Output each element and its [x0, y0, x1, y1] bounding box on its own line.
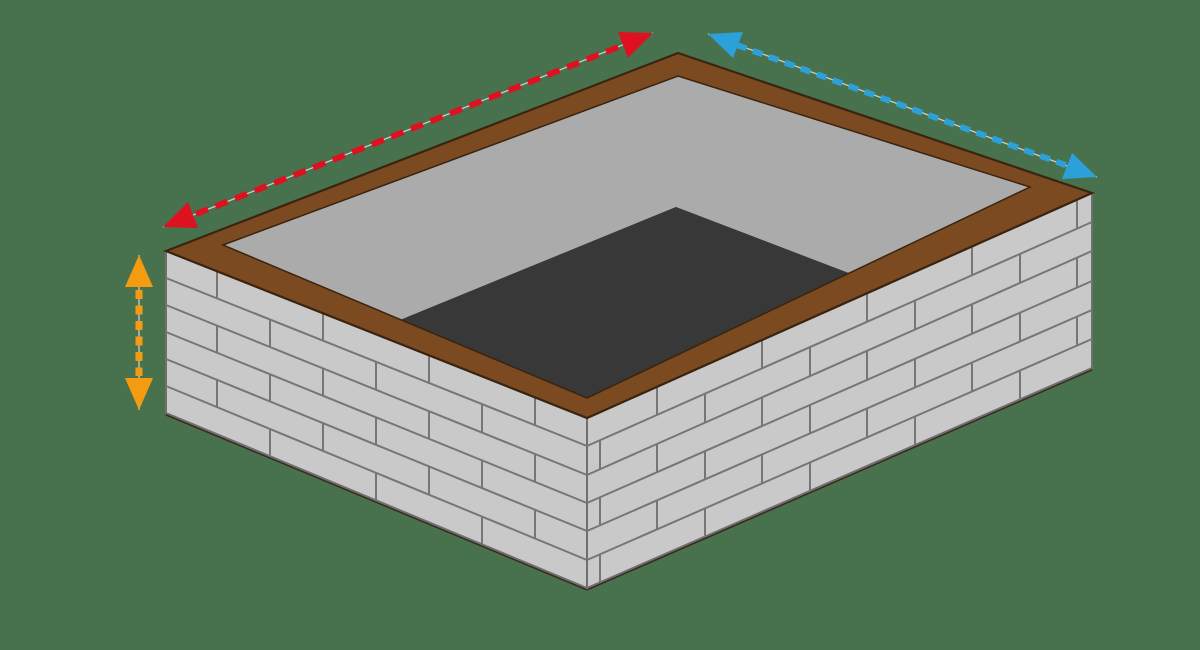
mortar-course — [586, 338, 1093, 561]
left-wall-mortar-lines — [165, 271, 588, 561]
orange-arrowhead-bottom — [125, 378, 153, 410]
mortar-course — [586, 280, 1093, 504]
orange-dimension-arrow — [125, 255, 153, 410]
cap-outer-outline — [162, 51, 1096, 420]
inner-ledge — [223, 76, 1030, 320]
cap-inner-outline — [220, 75, 1033, 399]
red-arrow-dashes — [194, 43, 623, 217]
blue-arrow-dashes — [735, 42, 1070, 169]
planter-top — [162, 51, 1096, 420]
mortar-course — [586, 309, 1093, 532]
right-wall — [586, 191, 1093, 590]
blue-arrowhead-bottom — [1062, 153, 1097, 179]
red-dimension-arrow — [162, 32, 654, 228]
mortar-course — [586, 221, 1093, 447]
cap-ring — [166, 53, 1092, 418]
interior-opening — [400, 207, 859, 398]
red-arrowhead-right — [618, 32, 653, 58]
blue-dimension-arrow — [707, 32, 1098, 179]
orange-arrowhead-top — [125, 255, 153, 287]
red-arrowhead-left — [163, 202, 198, 228]
blue-arrowhead-top — [708, 32, 743, 58]
mortar-course — [586, 250, 1093, 476]
right-wall-mortar-lines — [586, 200, 1093, 582]
